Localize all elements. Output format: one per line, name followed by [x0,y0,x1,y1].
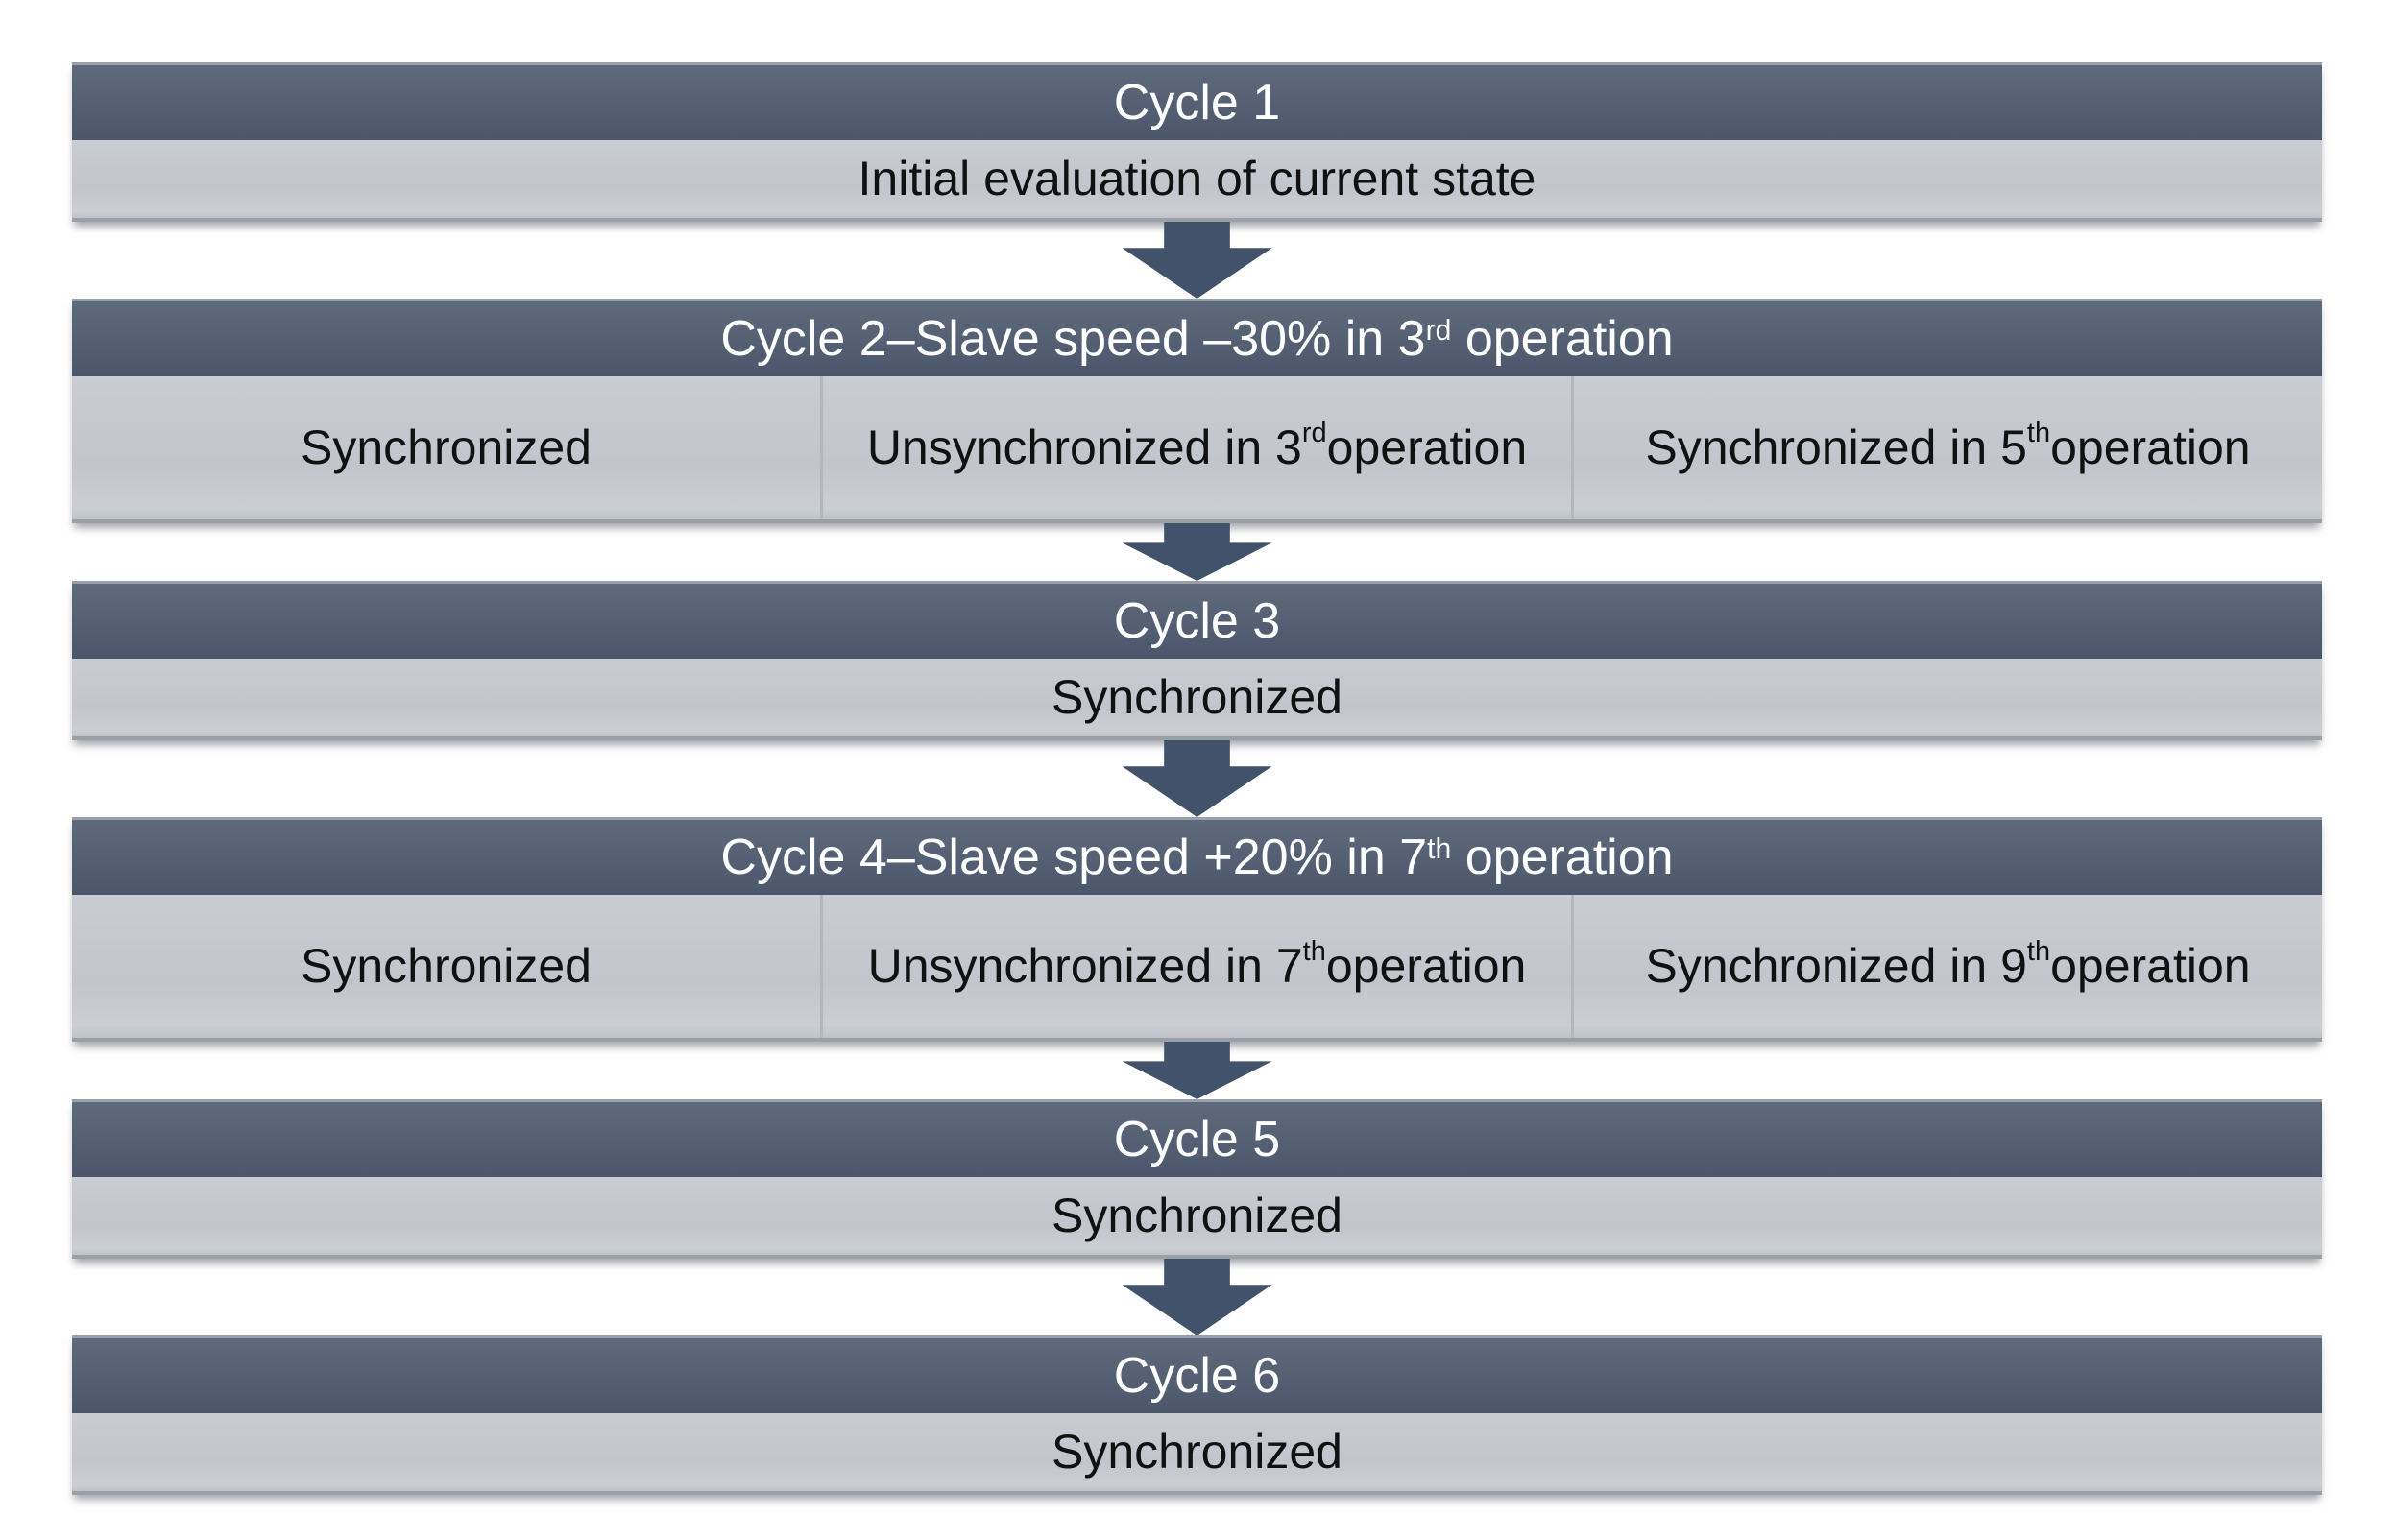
down-arrow-icon [1122,222,1272,299]
block-cycle-3-title: Cycle 3 [1113,593,1281,649]
block-cycle-5-cell: Synchronized [1052,1188,1342,1242]
block-cycle-4: Cycle 4–Slave speed +20% in 7th operatio… [72,817,2322,1042]
block-cycle-6-header: Cycle 6 [72,1335,2322,1413]
down-arrow-icon [1122,523,1272,581]
block-cycle-5-title: Cycle 5 [1113,1112,1281,1167]
down-arrow-icon [1122,1259,1272,1335]
block-cycle-5-body: Synchronized [72,1177,2322,1259]
block-cycle-4-cell-1: Synchronized [301,938,592,993]
connector-4 [72,1042,2322,1099]
block-cycle-1-header: Cycle 1 [72,62,2322,140]
block-cycle-1-cell: Initial evaluation of current state [858,151,1536,205]
connector-5 [72,1259,2322,1335]
block-cycle-5-header: Cycle 5 [72,1099,2322,1177]
block-cycle-1-title: Cycle 1 [1113,75,1281,131]
block-cycle-6-body: Synchronized [72,1413,2322,1495]
block-cycle-6-cell: Synchronized [1052,1424,1342,1479]
block-cycle-4-header: Cycle 4–Slave speed +20% in 7th operatio… [72,817,2322,895]
block-cycle-1: Cycle 1 Initial evaluation of current st… [72,62,2322,222]
block-cycle-6: Cycle 6 Synchronized [72,1335,2322,1495]
block-cycle-2-title: Cycle 2–Slave speed –30% in 3rd operatio… [720,311,1674,367]
down-arrow-icon [1122,1042,1272,1099]
block-cycle-5: Cycle 5 Synchronized [72,1099,2322,1259]
block-cycle-2-header: Cycle 2–Slave speed –30% in 3rd operatio… [72,299,2322,376]
connector-2 [72,523,2322,581]
block-cycle-1-body: Initial evaluation of current state [72,140,2322,222]
block-cycle-6-title: Cycle 6 [1113,1348,1281,1404]
down-arrow-icon [1122,740,1272,817]
connector-1 [72,222,2322,299]
block-cycle-3-body: Synchronized [72,659,2322,740]
connector-3 [72,740,2322,817]
block-cycle-3-cell: Synchronized [1052,669,1342,724]
block-cycle-4-title: Cycle 4–Slave speed +20% in 7th operatio… [720,830,1674,885]
block-cycle-2-cell-1: Synchronized [301,420,592,474]
block-cycle-3-header: Cycle 3 [72,581,2322,659]
block-cycle-2: Cycle 2–Slave speed –30% in 3rd operatio… [72,299,2322,523]
block-cycle-3: Cycle 3 Synchronized [72,581,2322,740]
